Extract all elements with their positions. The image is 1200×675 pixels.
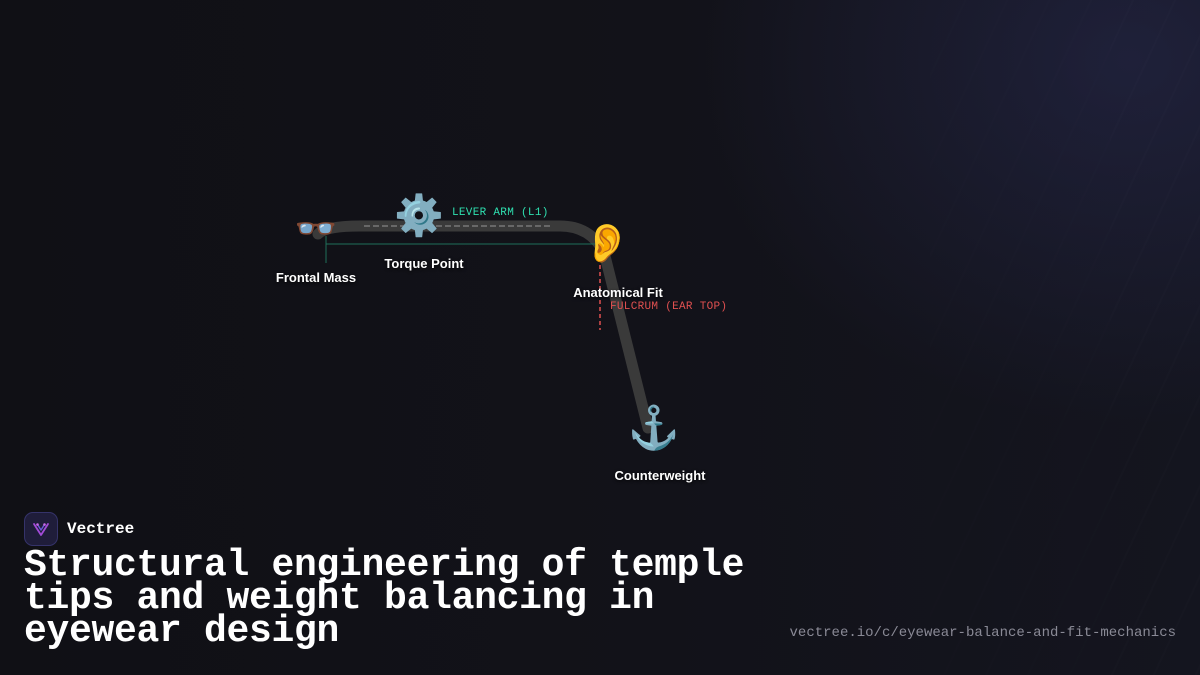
gear-icon: ⚙️ bbox=[394, 194, 444, 238]
lever-arm-annotation: LEVER ARM (L1) bbox=[452, 207, 549, 219]
temple-arm-path bbox=[312, 220, 654, 434]
brand-name: Vectree bbox=[67, 520, 135, 538]
node-label-anatomical-fit: Anatomical Fit bbox=[573, 285, 663, 300]
node-label-torque-point: Torque Point bbox=[384, 256, 464, 271]
anchor-icon: ⚓ bbox=[627, 404, 681, 451]
brand: Vectree bbox=[24, 512, 134, 546]
node-label-frontal-mass: Frontal Mass bbox=[275, 270, 357, 285]
vectree-logo-icon bbox=[24, 512, 58, 546]
fulcrum-annotation: FULCRUM (EAR TOP) bbox=[610, 301, 728, 313]
source-url: vectree.io/c/eyewear-balance-and-fit-mec… bbox=[789, 625, 1176, 641]
glasses-icon: 👓 bbox=[294, 210, 338, 248]
node-label-counterweight: Counterweight bbox=[614, 468, 706, 483]
page-title: Structural engineering of temple tips an… bbox=[24, 544, 745, 653]
ear-icon: 👂 bbox=[583, 223, 631, 265]
